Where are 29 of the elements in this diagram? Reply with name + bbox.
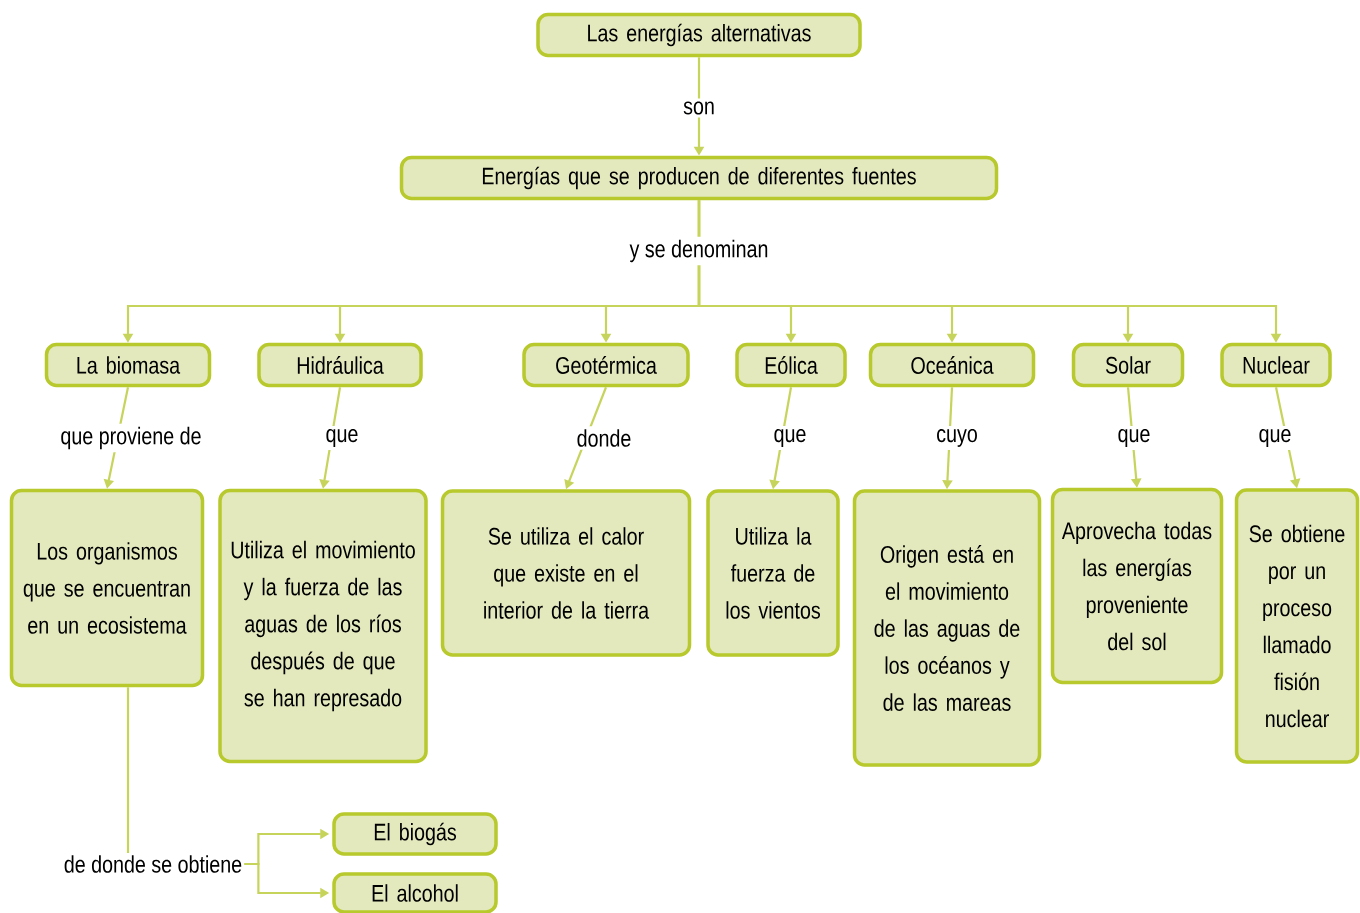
- concept-box: La biomasa: [44, 342, 212, 388]
- edge-label: que proviene de: [57, 423, 205, 453]
- edge-label: que: [770, 426, 810, 450]
- concept-box: Utiliza el movimiento y la fuerza de las aguas de los ríos después de que se han represado: [218, 488, 428, 764]
- concept-box: Se obtiene por un proceso llamado fisión nuclear: [1234, 488, 1360, 764]
- concept-box: Origen está en el movimiento de las aguas de los océanos y de las mareas: [852, 489, 1042, 767]
- edge-label: cuyo: [933, 426, 981, 450]
- edge-label: y se denominan: [626, 236, 772, 266]
- edge-label: que: [1114, 426, 1154, 450]
- concept-box: Nuclear: [1220, 342, 1332, 388]
- concept-box: Oceánica: [868, 342, 1036, 388]
- concept-box: Energías que se producen de diferentes fuentes: [399, 155, 999, 201]
- edge-label: donde: [573, 426, 635, 450]
- connector-line: [126, 687, 130, 853]
- concept-box: Solar: [1071, 342, 1185, 388]
- concept-box: Aprovecha todas las energías proveniente del sol: [1050, 487, 1224, 685]
- concept-box: El biogás: [332, 812, 498, 856]
- concept-box: Se utiliza el calor que existe en el interior de la tierra: [440, 489, 692, 657]
- concept-box: Hidráulica: [257, 342, 423, 388]
- edge-label: que: [322, 426, 362, 450]
- concept-text: de donde se obtiene: [64, 855, 242, 873]
- concept-box: Los organismos que se encuentran en un ecosistema: [9, 488, 205, 688]
- edge-label: que: [1255, 426, 1295, 450]
- concept-box: Utiliza la fuerza de los vientos: [706, 489, 840, 657]
- concept-box: Eólica: [735, 342, 847, 388]
- concept-box: Geotérmica: [522, 342, 690, 388]
- concept-box: El alcohol: [332, 872, 498, 913]
- concept-box: Las energías alternativas: [536, 12, 862, 58]
- edge-label: son: [680, 98, 718, 118]
